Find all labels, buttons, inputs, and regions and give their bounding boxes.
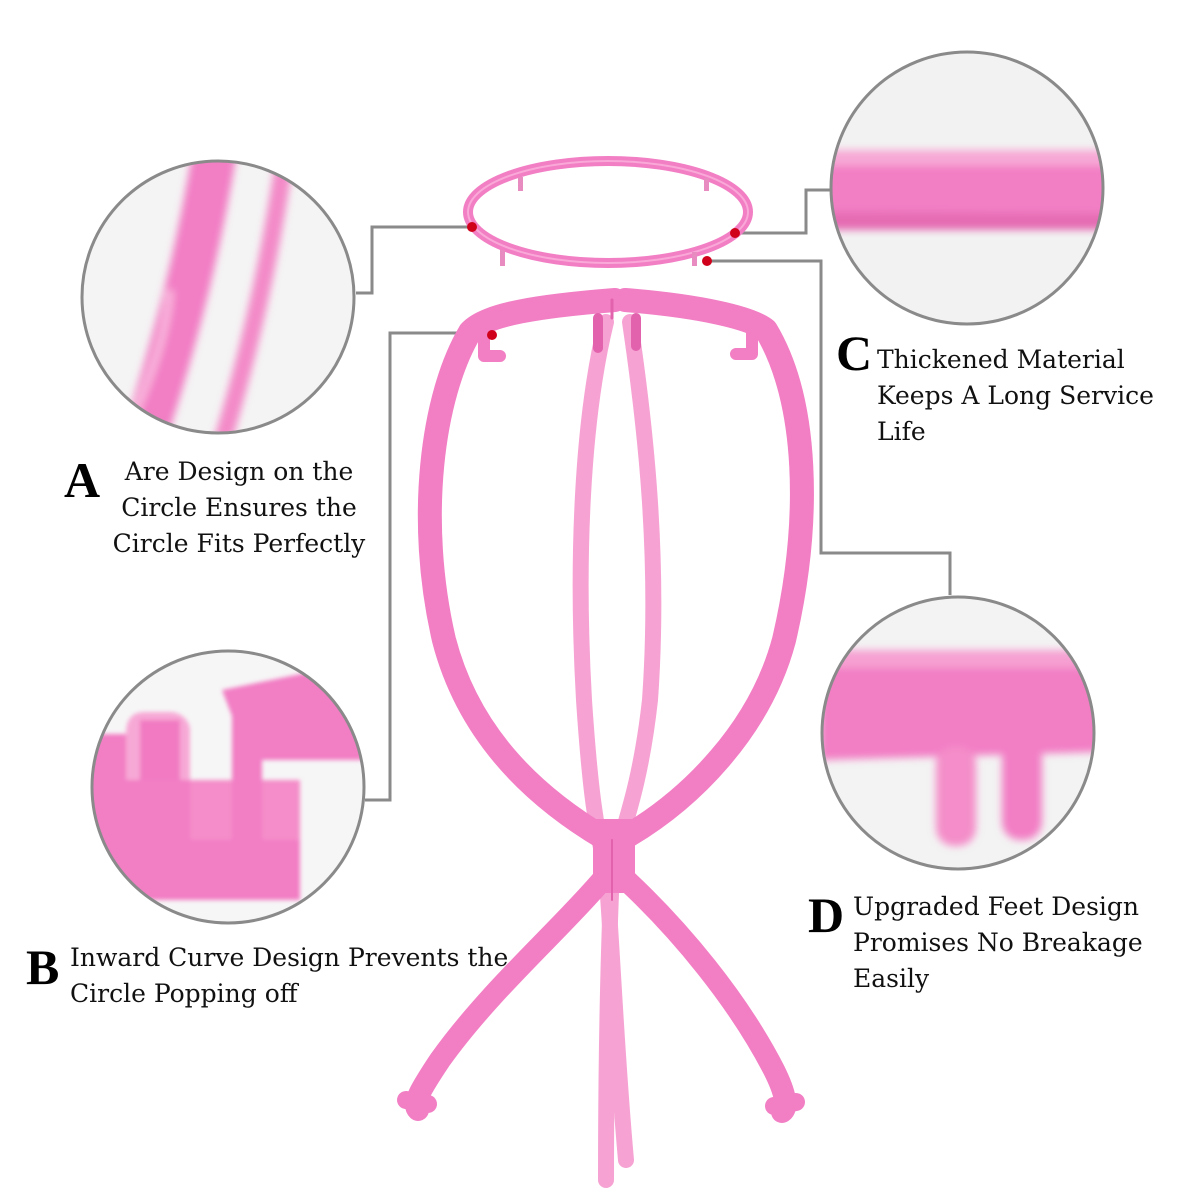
zoom-circle-a	[80, 159, 356, 435]
marker-dots	[467, 222, 740, 340]
callout-d-line-1: Upgraded Feet Design	[853, 892, 1140, 921]
marker-dot-c	[730, 228, 740, 238]
callout-c-line-1: Thickened Material	[877, 345, 1125, 374]
leader-line-d	[707, 259, 952, 595]
callout-a-line-1: Are Design on the	[124, 457, 354, 486]
callout-b-line-1: Inward Curve Design Prevents the	[70, 943, 509, 972]
marker-dot-a	[467, 222, 477, 232]
callout-b-line-2: Circle Popping off	[70, 979, 298, 1008]
zoom-circle-c	[829, 50, 1105, 326]
callout-a-description: Are Design on the Circle Ensures the Cir…	[112, 454, 366, 562]
callout-d-line-2: Promises No Breakage	[853, 928, 1143, 957]
leader-line-c	[735, 188, 830, 235]
callout-c-letter: C	[836, 325, 873, 381]
callout-c-line-2: Keeps A Long Service	[877, 381, 1154, 410]
leader-line-a	[356, 225, 472, 295]
callout-c-description: Thickened Material Keeps A Long Service …	[877, 342, 1154, 450]
leader-line-b	[365, 331, 492, 802]
callout-a-letter: A	[64, 452, 101, 508]
callout-d-letter: D	[808, 887, 845, 943]
callout-b-description: Inward Curve Design Prevents the Circle …	[70, 940, 508, 1012]
callout-b-letter: B	[26, 939, 60, 995]
zoom-circle-d	[820, 595, 1096, 871]
marker-dot-b	[487, 330, 497, 340]
stand-body	[397, 288, 814, 1188]
zoom-circle-b	[90, 649, 366, 925]
marker-dot-d	[702, 256, 712, 266]
callout-d-line-3: Easily	[853, 964, 930, 993]
callout-d-description: Upgraded Feet Design Promises No Breakag…	[853, 889, 1143, 997]
top-ring	[463, 156, 753, 268]
callout-a-line-3: Circle Fits Perfectly	[112, 529, 366, 558]
callout-c-line-3: Life	[877, 417, 926, 446]
callout-a-line-2: Circle Ensures the	[121, 493, 357, 522]
leader-lines	[356, 188, 952, 802]
